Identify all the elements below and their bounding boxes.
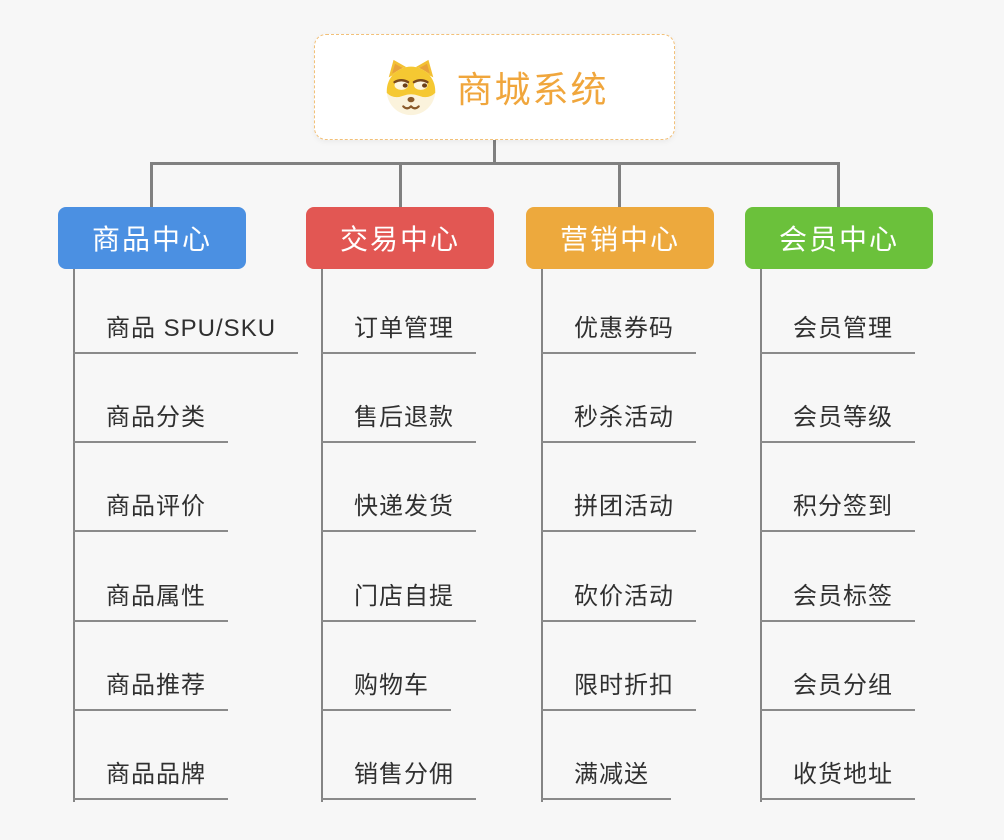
leaf-node-3-4[interactable]: 会员分组 xyxy=(760,671,915,711)
leaf-node-2-3[interactable]: 砍价活动 xyxy=(541,582,696,622)
leaf-node-0-4[interactable]: 商品推荐 xyxy=(73,671,228,711)
leaf-node-2-0[interactable]: 优惠券码 xyxy=(541,314,696,354)
branch-spine xyxy=(321,269,323,802)
branch-spine xyxy=(760,269,762,802)
leaf-node-0-1[interactable]: 商品分类 xyxy=(73,403,228,443)
leaf-node-3-2[interactable]: 积分签到 xyxy=(760,492,915,532)
leaf-node-3-5[interactable]: 收货地址 xyxy=(760,760,915,800)
leaf-node-1-4[interactable]: 购物车 xyxy=(321,671,451,711)
leaf-node-1-3[interactable]: 门店自提 xyxy=(321,582,476,622)
leaf-node-1-1[interactable]: 售后退款 xyxy=(321,403,476,443)
root-node-mall-system[interactable]: 商城系统 xyxy=(314,34,675,140)
branch-drop-line xyxy=(618,162,621,208)
branch-node-3[interactable]: 会员中心 xyxy=(745,207,933,269)
branch-node-1[interactable]: 交易中心 xyxy=(306,207,494,269)
leaf-node-1-0[interactable]: 订单管理 xyxy=(321,314,476,354)
leaf-node-2-2[interactable]: 拼团活动 xyxy=(541,492,696,532)
leaf-node-2-1[interactable]: 秒杀活动 xyxy=(541,403,696,443)
branch-spine xyxy=(73,269,75,802)
leaf-node-3-3[interactable]: 会员标签 xyxy=(760,582,915,622)
leaf-node-0-5[interactable]: 商品品牌 xyxy=(73,760,228,800)
branch-drop-line xyxy=(398,162,402,208)
branch-spine xyxy=(541,269,543,802)
leaf-node-2-4[interactable]: 限时折扣 xyxy=(541,671,696,711)
leaf-node-0-3[interactable]: 商品属性 xyxy=(73,582,228,622)
leaf-node-1-5[interactable]: 销售分佣 xyxy=(321,760,476,800)
leaf-node-1-2[interactable]: 快递发货 xyxy=(321,492,476,532)
leaf-node-0-2[interactable]: 商品评价 xyxy=(73,492,228,532)
root-connector-stub xyxy=(493,140,496,165)
leaf-node-3-0[interactable]: 会员管理 xyxy=(760,314,915,354)
branch-connector-hline xyxy=(150,162,840,165)
leaf-node-2-5[interactable]: 满减送 xyxy=(541,760,671,800)
dog-face-icon xyxy=(387,59,436,116)
branch-node-0[interactable]: 商品中心 xyxy=(58,207,246,269)
leaf-node-3-1[interactable]: 会员等级 xyxy=(760,403,915,443)
root-title: 商城系统 xyxy=(456,69,609,110)
branch-drop-line xyxy=(837,162,840,208)
branch-drop-line xyxy=(150,162,153,208)
leaf-node-0-0[interactable]: 商品 SPU/SKU xyxy=(73,314,299,354)
branch-node-2[interactable]: 营销中心 xyxy=(526,207,714,269)
